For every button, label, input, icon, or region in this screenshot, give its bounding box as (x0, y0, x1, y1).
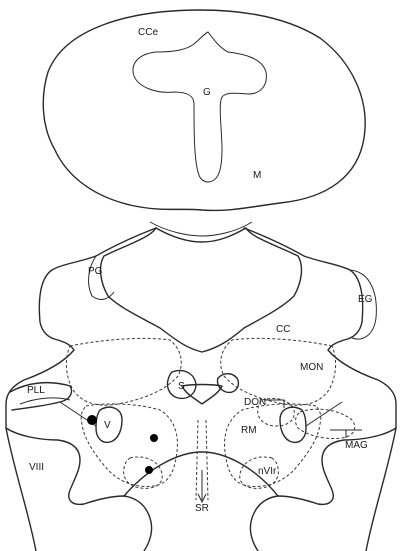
label-cc: CC (276, 324, 290, 335)
label-cce: CCe (138, 27, 158, 38)
labels: CCe G M PG EG CC MON PLL S DON V RM MAG … (27, 27, 373, 514)
v-right-shape (280, 407, 306, 442)
brainstem-right-outline (244, 228, 396, 551)
label-m: M (253, 170, 261, 181)
label-mag: MAG (345, 440, 368, 451)
label-nvir: nVIr (258, 466, 277, 477)
label-g: G (203, 87, 211, 98)
label-viii: VIII (29, 462, 44, 473)
dot-left-ventral (145, 466, 153, 474)
lateral-edge-left (6, 428, 36, 551)
cce-outline (43, 10, 365, 210)
nvir-left-boundary (124, 457, 163, 488)
ventricle-outline (101, 228, 302, 352)
mon-left-boundary (66, 338, 181, 405)
ventricle (101, 222, 302, 352)
label-pg: PG (88, 266, 103, 277)
corpus-cerebelli (43, 10, 365, 210)
label-mon: MON (300, 362, 323, 373)
label-eg: EG (358, 294, 373, 305)
lateral-fold-right (306, 402, 342, 426)
sr-arrow (198, 470, 206, 502)
label-pll: PLL (27, 385, 45, 396)
label-rm: RM (241, 425, 257, 436)
granular-layer-outline (133, 32, 266, 182)
label-s: S (178, 381, 185, 392)
mag-pointer (330, 430, 362, 438)
median-commissure-triangle (182, 385, 222, 405)
lateral-edge-right (366, 428, 396, 551)
dot-left-medial (150, 434, 158, 442)
label-sr: SR (195, 503, 209, 514)
rm-left-boundary (81, 404, 177, 487)
solid-structures (10, 371, 362, 443)
ventricle-inner-line (150, 222, 252, 236)
label-v: V (104, 420, 111, 431)
s-nucleus-right (217, 374, 238, 393)
label-don: DON (244, 397, 266, 408)
dot-left-lateral (87, 415, 97, 425)
